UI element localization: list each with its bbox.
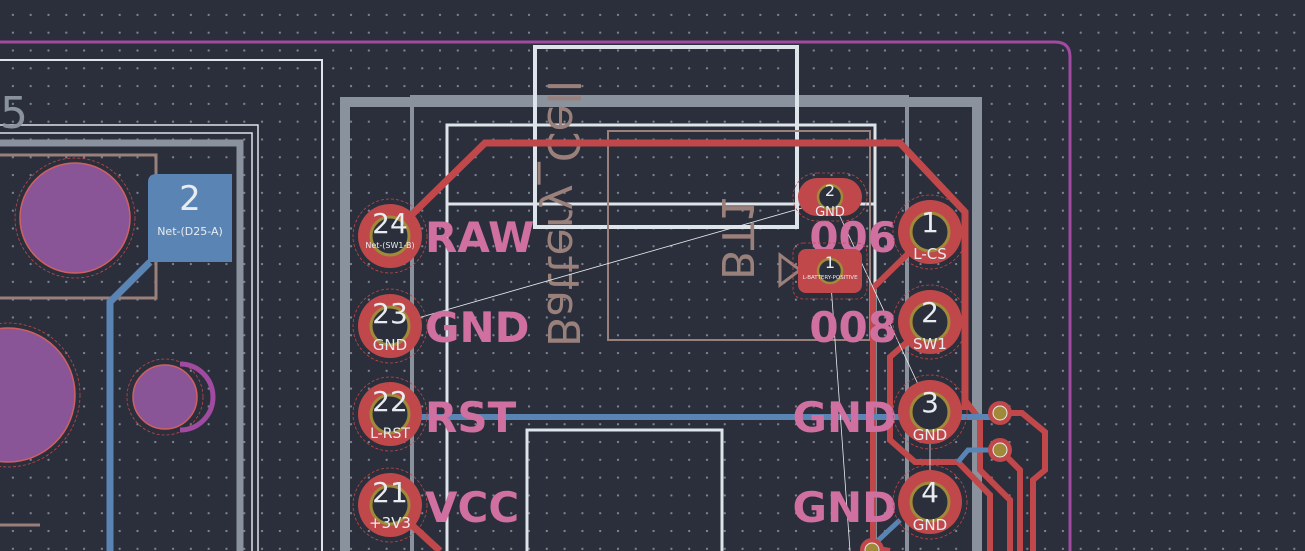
front-copper-trace[interactable]	[387, 139, 969, 410]
pad-net: L-RST	[370, 426, 410, 442]
silk-label-raw: RAW	[425, 213, 534, 262]
silk-label-008: 008	[809, 303, 897, 352]
polarity-marker	[778, 252, 803, 288]
back-copper-trace[interactable]	[106, 259, 153, 551]
smd-pad-d25[interactable]	[148, 174, 232, 262]
footprint-outline	[340, 97, 982, 551]
pad-number: 2	[179, 179, 201, 219]
clearance-outline	[14, 157, 136, 279]
pad-number: 1	[921, 206, 939, 239]
pad-3[interactable]: 3 GND	[892, 374, 968, 450]
courtyard-outline	[0, 59, 323, 551]
pad-22[interactable]: 22 L-RST	[352, 376, 428, 452]
through-hole-pad[interactable]	[0, 327, 76, 463]
courtyard-outline	[0, 124, 259, 551]
silk-label-gnd-4: GND	[793, 483, 898, 532]
battery-pad-1[interactable]: 1 L-BATTERY-POSITIVE	[792, 242, 868, 300]
pad-number: 1	[825, 253, 835, 272]
pad-1[interactable]: 1 L-CS	[892, 194, 968, 270]
pad-net: GND	[815, 205, 845, 220]
pad-net: GND	[373, 336, 407, 354]
pad-number: 24	[372, 207, 408, 240]
arc-edge	[179, 361, 216, 433]
pad-number: 23	[372, 297, 408, 330]
pad-number: 3	[921, 386, 939, 419]
silk-label-rst: RST	[425, 393, 517, 442]
pad-number: 22	[372, 385, 408, 418]
through-hole-pad[interactable]	[132, 364, 198, 430]
board-edge	[0, 40, 1072, 551]
pad-net: L-CS	[913, 245, 947, 263]
pad-4[interactable]: 4 GND	[892, 464, 968, 540]
pad-number: 4	[921, 476, 939, 509]
via[interactable]	[988, 401, 1012, 425]
pad-number: 21	[372, 476, 408, 509]
pad-23[interactable]: 23 GND	[352, 288, 428, 364]
footprint-outline	[0, 139, 244, 551]
battery-fab-outline	[607, 130, 871, 341]
battery-reference-text: BT1	[711, 195, 762, 280]
pad-net: Net-(SW1-B)	[365, 241, 414, 250]
pad-net: GND	[913, 426, 947, 444]
battery-pad-2[interactable]: 2 GND	[792, 172, 868, 222]
battery-value-text: Battery_Cell	[537, 80, 588, 347]
silk-label-gnd: GND	[425, 303, 530, 352]
reference-text: 5	[0, 88, 28, 139]
via[interactable]	[860, 538, 884, 551]
via[interactable]	[988, 438, 1012, 462]
pad-number: 2	[825, 181, 835, 200]
pad-number: 2	[921, 296, 939, 329]
silk-label-gnd-3: GND	[793, 393, 898, 442]
pad-24[interactable]: 24 Net-(SW1-B)	[352, 198, 428, 274]
pad-2[interactable]: 2 SW1	[892, 284, 968, 360]
pad-net: SW1	[913, 335, 947, 353]
battery-courtyard	[533, 45, 799, 229]
pad-net: Net-(D25-A)	[157, 225, 223, 238]
silk-label-vcc: VCC	[425, 483, 519, 532]
ratsnest-line	[389, 194, 931, 551]
pad-net: L-BATTERY-POSITIVE	[802, 275, 858, 281]
pad-21[interactable]: 21 +3V3	[352, 467, 428, 543]
pad-net: +3V3	[369, 514, 411, 532]
through-hole-pad[interactable]	[19, 162, 131, 274]
pad-net: GND	[913, 516, 947, 534]
